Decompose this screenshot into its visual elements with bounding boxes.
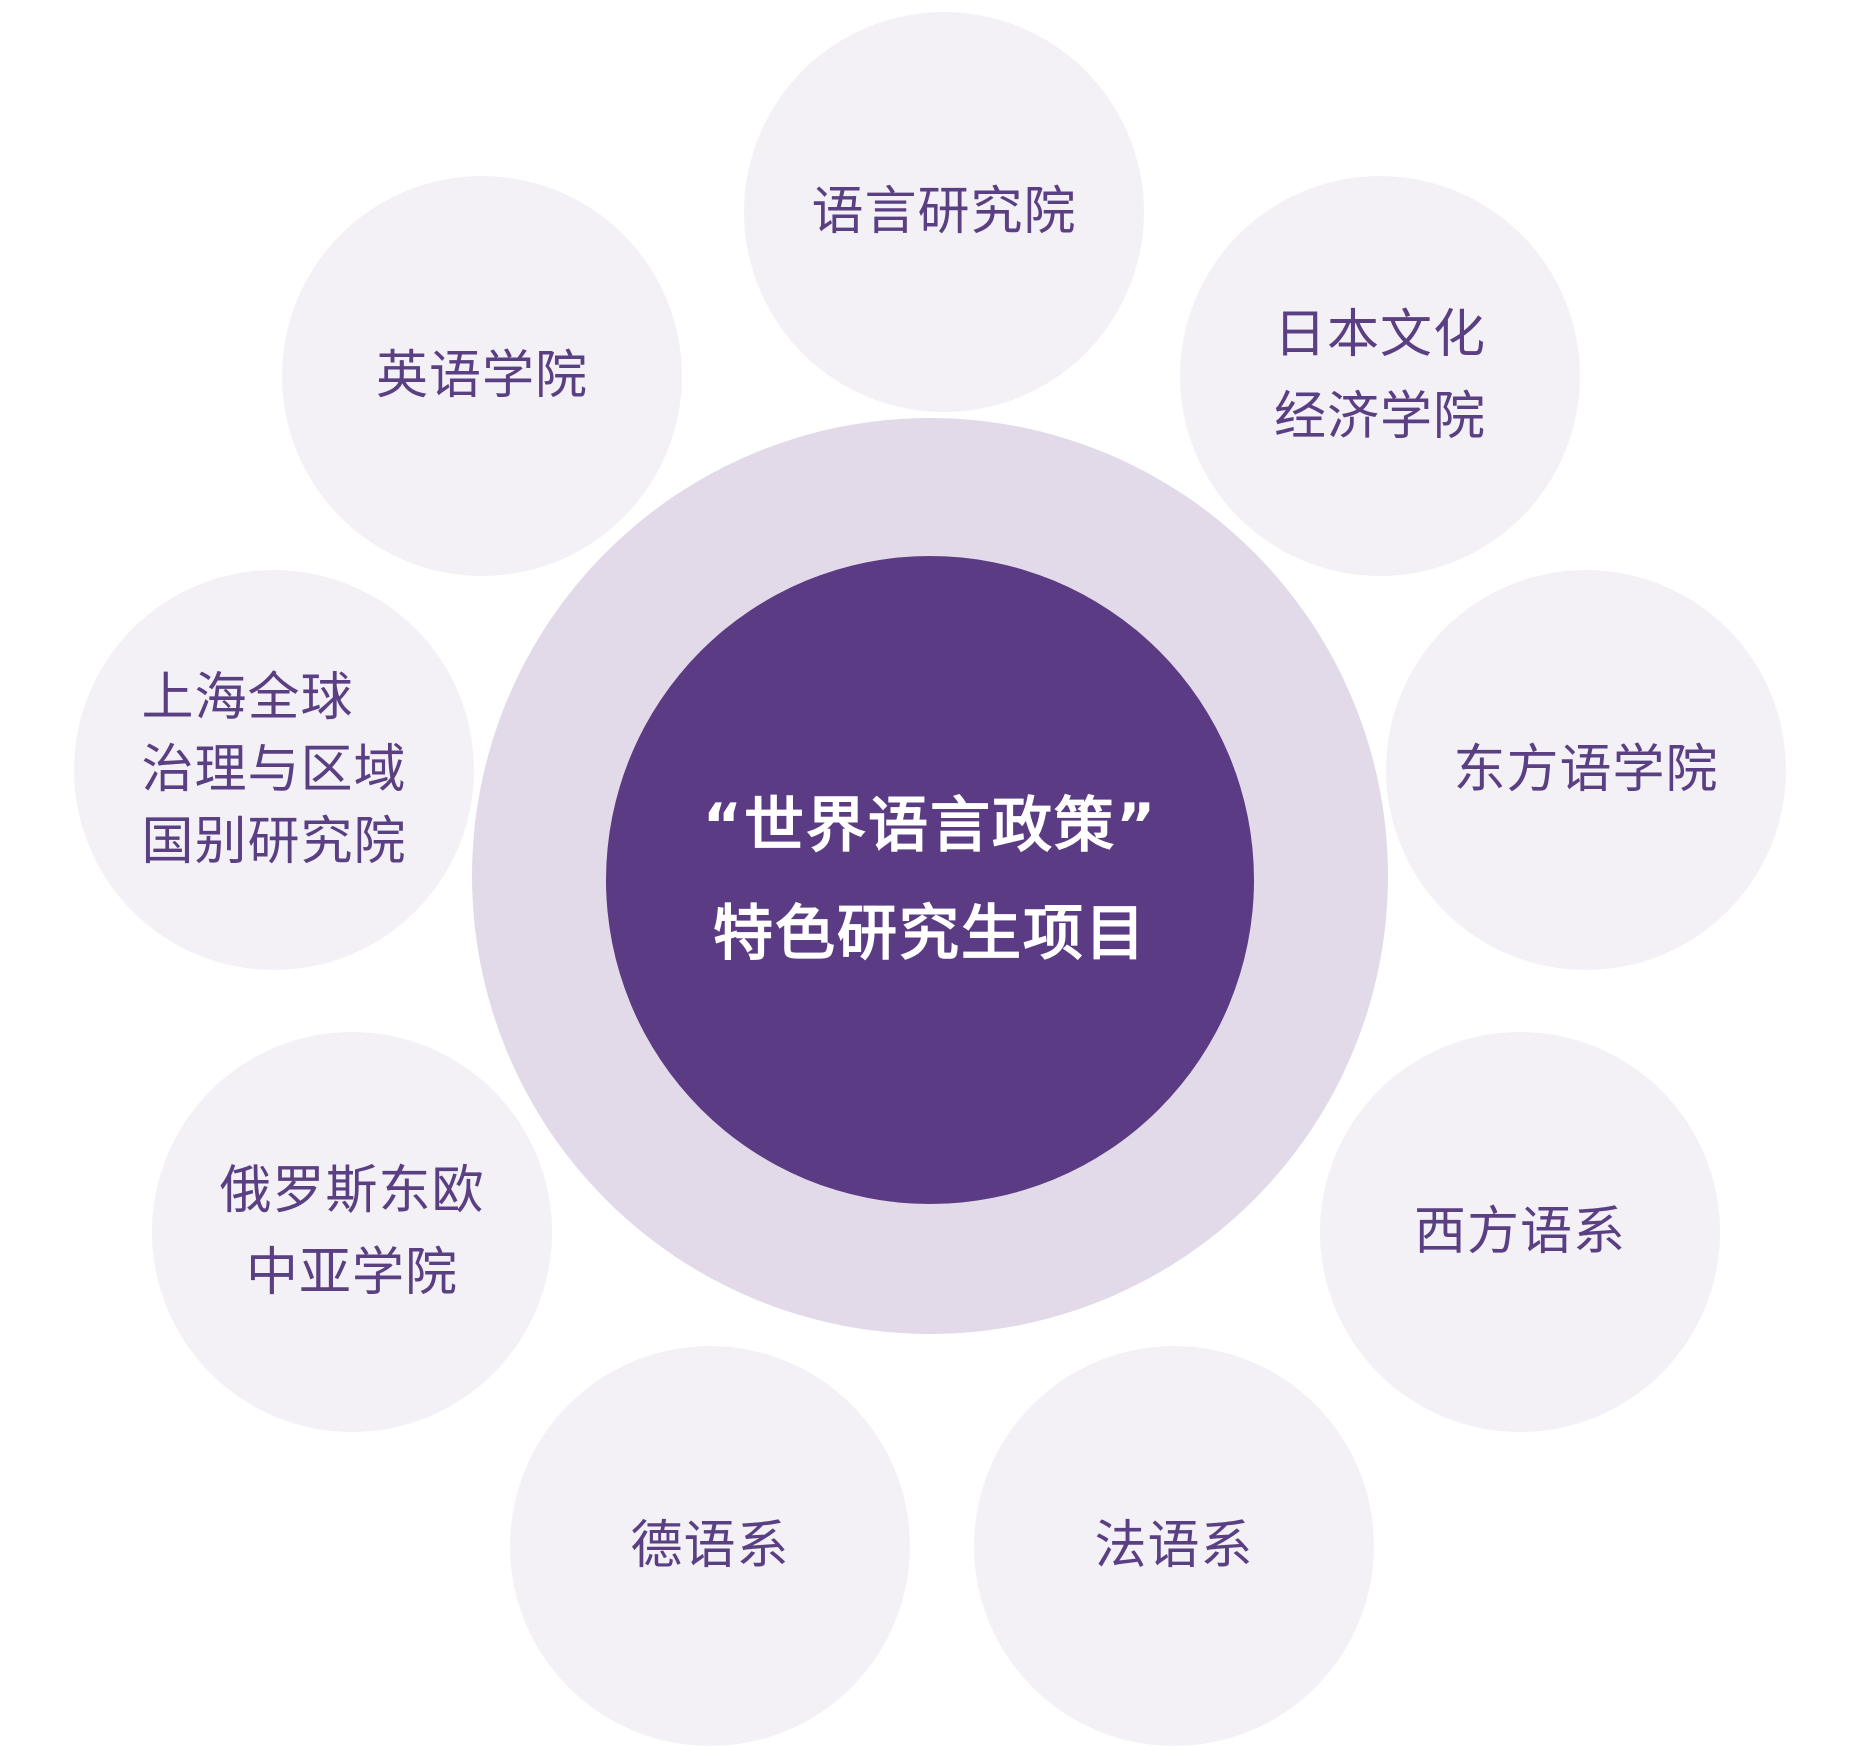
center-title-line-1: “世界语言政策” [702,791,1158,861]
node-label: 语言研究院 [811,182,1077,242]
node-label: 德语系 [630,1516,790,1576]
center-title-line-2: 特色研究生项目 [713,899,1147,969]
node-western-languages[interactable]: 西方语系 [1320,1032,1720,1432]
node-oriental-languages[interactable]: 东方语学院 [1386,570,1786,970]
center-circle: “世界语言政策” 特色研究生项目 [606,556,1254,1204]
node-label: 西方语系 [1413,1202,1626,1262]
node-french[interactable]: 法语系 [974,1346,1374,1746]
node-russian-east-european-central-asian[interactable]: 俄罗斯东欧 中亚学院 [152,1032,552,1432]
node-label: 东方语学院 [1453,740,1719,800]
node-german[interactable]: 德语系 [510,1346,910,1746]
node-label: 上海全球 治理与区域 国别研究院 [141,668,407,872]
node-shanghai-global-governance[interactable]: 上海全球 治理与区域 国别研究院 [74,570,474,970]
node-label: 英语学院 [375,346,588,406]
node-label: 法语系 [1094,1516,1254,1576]
node-japanese-culture-economics[interactable]: 日本文化 经济学院 [1180,176,1580,576]
node-label: 俄罗斯东欧 中亚学院 [219,1161,485,1303]
node-label: 日本文化 经济学院 [1273,305,1486,447]
node-language-institute[interactable]: 语言研究院 [744,12,1144,412]
node-english[interactable]: 英语学院 [282,176,682,576]
